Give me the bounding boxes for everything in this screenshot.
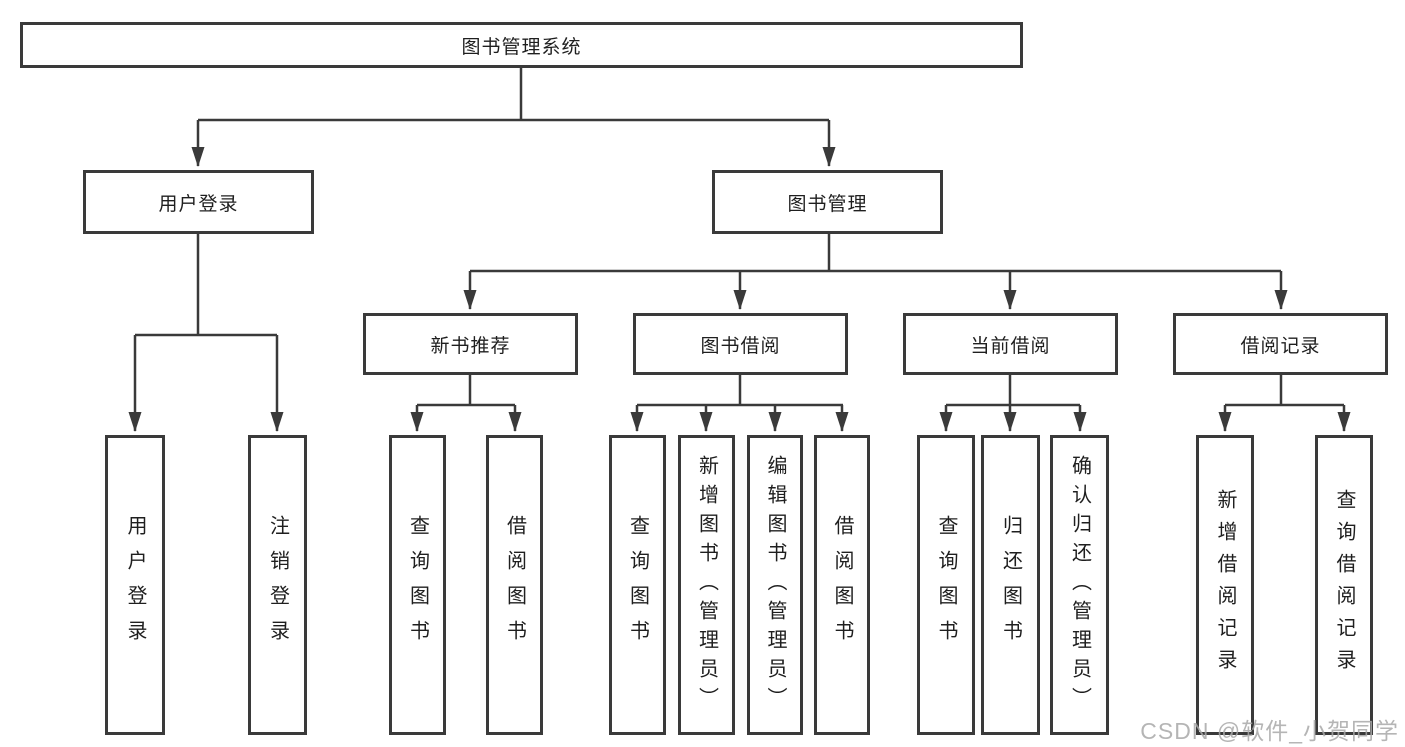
leaf-logout: 注销登录	[248, 435, 307, 735]
leaf-label: 借阅图书	[831, 515, 853, 655]
leaf-label: 编辑图书（管理员）	[764, 454, 786, 716]
leaf-add-books-admin: 新增图书（管理员）	[678, 435, 735, 735]
node-user-login: 用户登录	[83, 170, 314, 234]
leaf-query-books-borrowing: 查询图书	[609, 435, 666, 735]
leaf-label: 查询图书	[626, 515, 649, 655]
leaf-add-borrow-record: 新增借阅记录	[1196, 435, 1254, 735]
node-new-book-recommend: 新书推荐	[363, 313, 578, 375]
leaf-borrow-books: 借阅图书	[814, 435, 870, 735]
node-current-borrowing: 当前借阅	[903, 313, 1118, 375]
leaf-label: 借阅图书	[503, 515, 526, 655]
leaf-label: 归还图书	[999, 515, 1022, 655]
node-library-system: 图书管理系统	[20, 22, 1023, 68]
leaf-label: 查询借阅记录	[1333, 489, 1355, 681]
leaf-query-books-recommend: 查询图书	[389, 435, 446, 735]
leaf-label: 注销登录	[266, 515, 289, 655]
node-borrow-records: 借阅记录	[1173, 313, 1388, 375]
leaf-edit-books-admin: 编辑图书（管理员）	[747, 435, 803, 735]
node-book-management: 图书管理	[712, 170, 943, 234]
leaf-query-borrow-record: 查询借阅记录	[1315, 435, 1373, 735]
leaf-confirm-return-admin: 确认归还（管理员）	[1050, 435, 1109, 735]
leaf-label: 新增图书（管理员）	[695, 454, 718, 716]
leaf-label: 查询图书	[406, 515, 429, 655]
leaf-return-books: 归还图书	[981, 435, 1040, 735]
leaf-label: 用户登录	[124, 515, 146, 655]
leaf-query-books-current: 查询图书	[917, 435, 975, 735]
leaf-borrow-books-recommend: 借阅图书	[486, 435, 543, 735]
leaf-label: 查询图书	[935, 515, 957, 655]
leaf-label: 新增借阅记录	[1214, 489, 1236, 681]
watermark-text: CSDN @软件_小贺同学	[1140, 718, 1399, 744]
leaf-label: 确认归还（管理员）	[1068, 454, 1091, 716]
leaf-user-login: 用户登录	[105, 435, 165, 735]
node-book-borrowing: 图书借阅	[633, 313, 848, 375]
